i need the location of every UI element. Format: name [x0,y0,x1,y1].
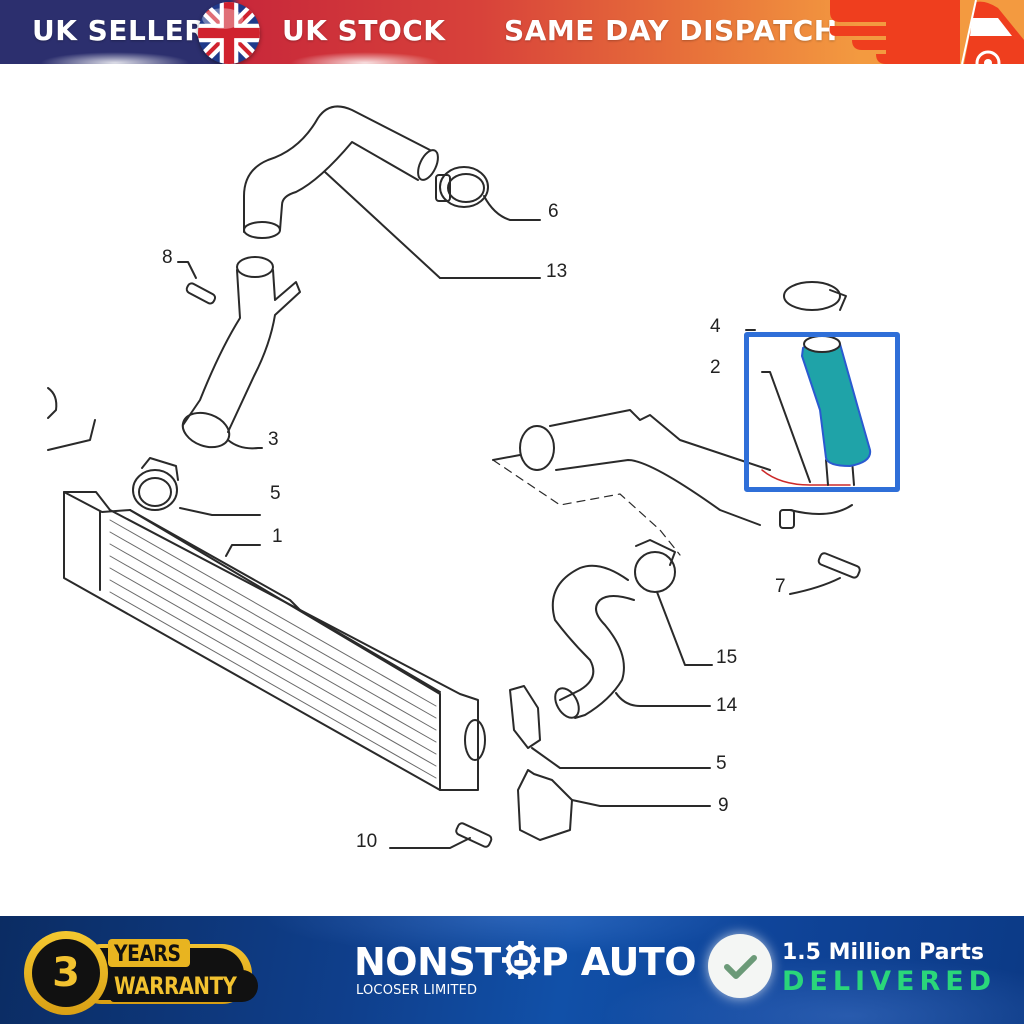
intercooler-1 [63,491,486,791]
delivered-stat: 1.5 Million Parts DELIVERED [706,930,1016,1014]
banner-glow [40,52,190,64]
highlight-box [744,332,900,492]
hose-14 [551,564,711,719]
nonstop-auto-logo: NONST P AUTO LOCOSER [354,934,697,1014]
parts-diagram: 6 13 8 4 2 3 5 1 7 15 14 5 9 10 [0,64,1024,916]
callout-5-lower: 5 [716,753,727,774]
callout-6: 6 [548,201,559,222]
same-day-dispatch-label: SAME DAY DISPATCH [504,14,838,47]
top-banner: UK SELLER UK STOCK SAME DAY DISPATCH [0,0,1024,64]
clamp-6 [435,166,541,221]
bottom-banner: YEARS WARRANTY 3 NONST [0,916,1024,1024]
brand-name: NONST P AUTO [354,940,697,984]
parts-count-label: 1.5 Million Parts [782,940,984,965]
pipe-2-assembly [492,371,855,556]
clamp-5-upper [132,457,261,516]
callout-5-upper: 5 [270,483,281,504]
uk-stock-label: UK STOCK [282,14,446,47]
uk-seller-label: UK SELLER [32,14,207,47]
callout-4: 4 [710,316,721,337]
warranty-badge: YEARS WARRANTY 3 [22,926,258,1016]
brand-name-left: NONST [354,940,501,984]
warranty-years-bg [108,939,190,967]
callout-1: 1 [272,526,283,547]
highlighted-hose-2 [800,335,872,468]
brand-name-right: P AUTO [540,940,697,984]
callout-7: 7 [775,576,786,597]
delivered-label: DELIVERED [782,966,997,997]
clamp-15 [634,539,713,666]
hose-13 [243,105,541,279]
clamp-4 [745,281,847,331]
callout-10: 10 [356,831,378,852]
callout-2: 2 [710,357,721,378]
gear-logo-icon [501,941,540,979]
callout-8: 8 [162,247,173,268]
callout-3: 3 [268,429,279,450]
callout-9: 9 [718,795,729,816]
bolt-10 [389,822,493,849]
bolt-7 [789,552,861,595]
banner-glow [290,52,440,64]
warranty-label: WARRANTY [114,972,237,1000]
clamp-5-lower [509,685,711,769]
bolt-8 [177,261,217,305]
brand-subtitle: LOCOSER LIMITED [356,983,478,998]
check-circle-icon [708,934,772,998]
warranty-years-label: YEARS [114,942,181,967]
callout-14: 14 [716,695,738,716]
warranty-number: 3 [32,939,100,1007]
pipe-3 [181,256,301,450]
delivery-truck-icon [829,0,1024,64]
callout-13: 13 [546,261,568,282]
union-jack-flag-icon [198,2,260,64]
warranty-word-bg [110,970,258,1002]
bracket-9 [517,769,711,841]
warranty-number-circle: 3 [24,931,108,1015]
callout-15: 15 [716,647,738,668]
